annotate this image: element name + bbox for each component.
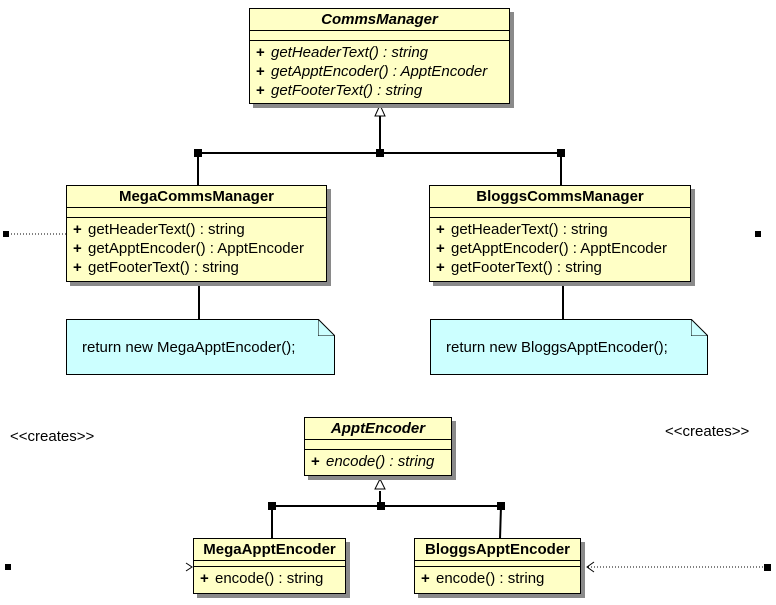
junction-square [268, 502, 276, 510]
operation: +getHeaderText() : string [73, 221, 245, 238]
note-mega[interactable]: return new MegaApptEncoder(); [66, 319, 335, 375]
class-appt-encoder[interactable]: ApptEncoder +encode() : string [304, 417, 452, 476]
comms-generalization-arrowhead [374, 103, 386, 117]
attributes-compartment [250, 31, 509, 41]
operation: +encode() : string [421, 570, 545, 587]
note-text: return new MegaApptEncoder(); [82, 338, 296, 356]
class-name: MegaCommsManager [67, 186, 326, 208]
class-bloggs-appt-encoder[interactable]: BloggsApptEncoder +encode() : string [414, 538, 581, 594]
attributes-compartment [305, 440, 451, 450]
junction-square [497, 502, 505, 510]
creates-label-left: <<creates>> [10, 428, 95, 445]
operations-compartment: +getHeaderText() : string +getApptEncode… [430, 218, 690, 279]
operation: +getFooterText() : string [436, 259, 602, 276]
operation: +getFooterText() : string [256, 82, 423, 99]
encoder-generalization-arrowhead [374, 477, 386, 490]
operation: +getApptEncoder() : ApptEncoder [436, 240, 667, 257]
creates-label-right: <<creates>> [665, 423, 750, 440]
class-mega-comms-manager[interactable]: MegaCommsManager +getHeaderText() : stri… [66, 185, 327, 282]
junction-square [376, 149, 384, 157]
junction-square [377, 502, 385, 510]
endpoint-square [755, 231, 761, 237]
operations-compartment: +encode() : string [194, 567, 345, 590]
attributes-compartment [194, 561, 345, 567]
operation: +encode() : string [311, 453, 435, 470]
operations-compartment: +getHeaderText() : string +getApptEncode… [250, 41, 509, 102]
operations-compartment: +encode() : string [415, 567, 580, 590]
operation: +encode() : string [200, 570, 324, 587]
operations-compartment: +encode() : string [305, 450, 451, 473]
note-fold-icon [691, 319, 708, 336]
operation: +getHeaderText() : string [256, 44, 429, 61]
class-mega-appt-encoder[interactable]: MegaApptEncoder +encode() : string [193, 538, 346, 594]
attributes-compartment [415, 561, 580, 567]
note-fold-icon [318, 319, 335, 336]
operation: +getApptEncoder() : ApptEncoder [73, 240, 304, 257]
class-name: BloggsCommsManager [430, 186, 690, 208]
dependency-arrowhead-right [586, 561, 595, 573]
attributes-compartment [67, 208, 326, 218]
endpoint-square [5, 564, 11, 570]
class-name: BloggsApptEncoder [415, 539, 580, 561]
operations-compartment: +getHeaderText() : string +getApptEncode… [67, 218, 326, 279]
note-bloggs[interactable]: return new BloggsApptEncoder(); [430, 319, 708, 375]
note-text: return new BloggsApptEncoder(); [446, 338, 668, 356]
endpoint-square [764, 564, 771, 571]
operation: +getHeaderText() : string [436, 221, 608, 238]
endpoint-square [3, 231, 9, 237]
class-bloggs-comms-manager[interactable]: BloggsCommsManager +getHeaderText() : st… [429, 185, 691, 282]
class-comms-manager[interactable]: CommsManager +getHeaderText() : string +… [249, 8, 510, 104]
class-name: CommsManager [250, 9, 509, 31]
junction-square [557, 149, 565, 157]
encoder-generalization [271, 491, 502, 540]
class-name: MegaApptEncoder [194, 539, 345, 561]
dependency-arrowhead-left [185, 562, 193, 572]
attributes-compartment [430, 208, 690, 218]
junction-square [194, 149, 202, 157]
class-name: ApptEncoder [305, 418, 451, 440]
operation: +getApptEncoder() : ApptEncoder [256, 63, 488, 80]
operation: +getFooterText() : string [73, 259, 239, 276]
